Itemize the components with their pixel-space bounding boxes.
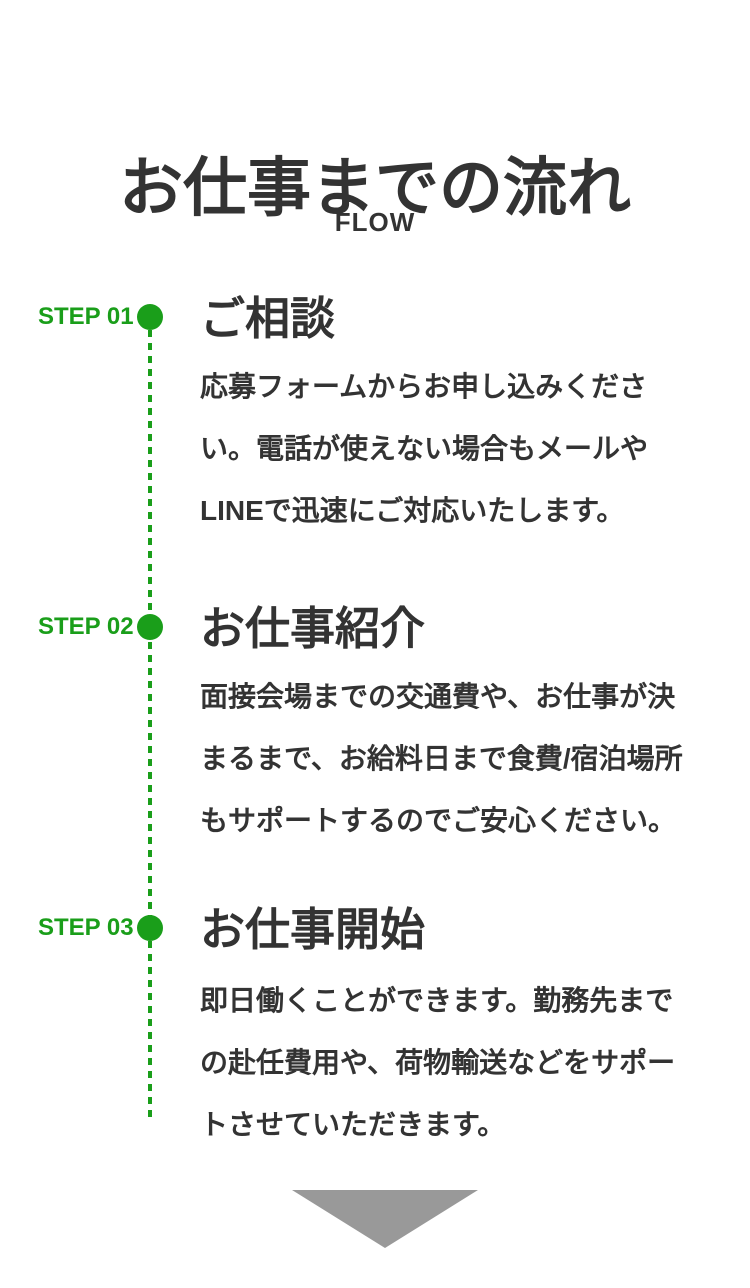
step-1-label: STEP 01 [38, 303, 134, 330]
page-title: お仕事までの流れ [119, 151, 631, 224]
timeline-dashed-line [148, 317, 152, 1120]
step-3-description: 即日働くことができます。勤務先まで の赴任費用や、荷物輸送などをサポー トさせて… [200, 985, 676, 1140]
step-1-description: 応募フォームからお申し込みくださ い。電話が使えない場合もメールや LINEで迅… [200, 371, 649, 526]
step-2-title: お仕事紹介 [200, 603, 426, 654]
step-3-label: STEP 03 [38, 914, 134, 941]
step-2-label: STEP 02 [38, 613, 134, 640]
step-2-description: 面接会場までの交通費や、お仕事が決 まるまで、お給料日まで食費/宿泊場所 もサポ… [200, 681, 683, 836]
step-3-dot-icon [137, 915, 163, 941]
step-1-dot-icon [137, 304, 163, 330]
down-arrow-icon [292, 1190, 478, 1248]
step-3-title: お仕事開始 [200, 904, 426, 955]
step-1-title: ご相談 [200, 293, 336, 344]
step-2-dot-icon [137, 614, 163, 640]
page-subtitle: FLOW [334, 207, 416, 237]
